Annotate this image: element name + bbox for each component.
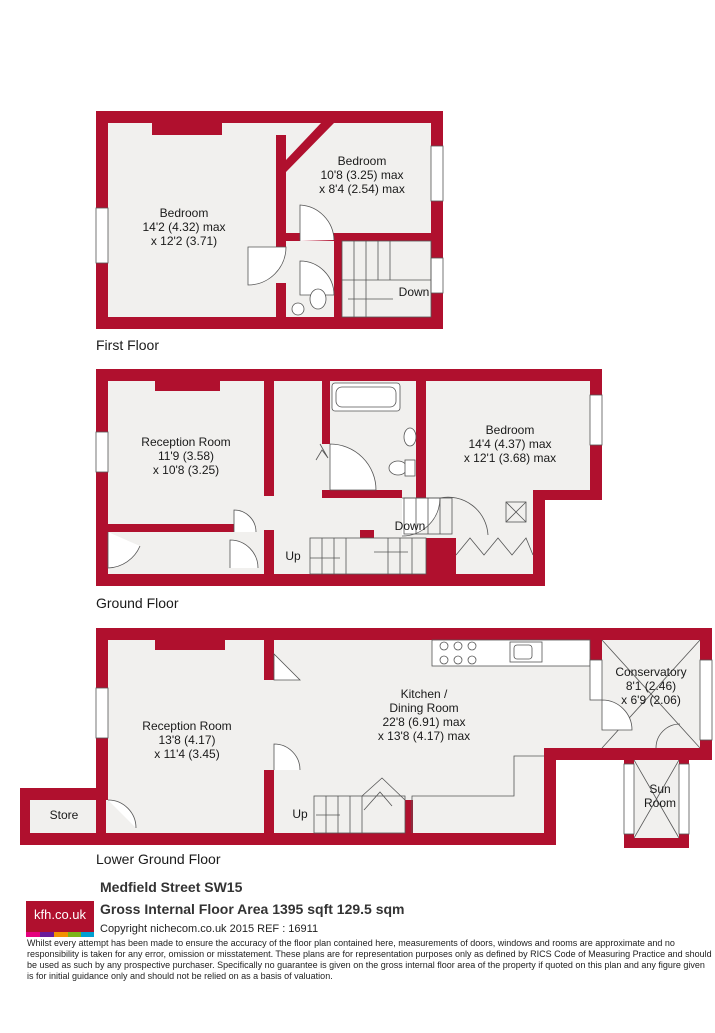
logo-stripe-5 [81, 932, 94, 937]
floor-plan-drawing: Bedroom 14'2 (4.32) max x 12'2 (3.71) Be… [20, 111, 713, 867]
ground-floor-fixtures [107, 382, 534, 575]
first-bedroom1-name: Bedroom [160, 206, 209, 220]
property-address: Medfield Street SW15 [100, 879, 243, 895]
ground-bedroom-dim2: x 12'1 (3.68) max [464, 451, 556, 465]
lower-reception-dim2: x 11'4 (3.45) [154, 747, 219, 761]
lower-sunroom-name1: Sun [649, 782, 670, 796]
logo-stripe-4 [68, 932, 81, 937]
ground-floor-windows [95, 394, 603, 473]
lower-floor-fixtures [107, 639, 701, 839]
ground-stairs-up: Up [285, 549, 301, 563]
lower-conservatory-dim2: x 6'9 (2.06) [621, 693, 681, 707]
first-floor-slab [96, 111, 443, 329]
lower-kitchen-dim2: x 13'8 (4.17) max [378, 729, 470, 743]
first-bedroom1-dim2: x 12'2 (3.71) [151, 234, 217, 248]
first-bedroom2-dim1: 10'8 (3.25) max [321, 168, 404, 182]
lower-store-label: Store [50, 808, 79, 822]
first-bedroom1-dim1: 14'2 (4.32) max [143, 220, 226, 234]
first-bedroom2-name: Bedroom [338, 154, 387, 168]
disclaimer: Whilst every attempt has been made to en… [27, 938, 712, 981]
copyright: Copyright nichecom.co.uk 2015 REF : 1691… [100, 923, 319, 935]
ground-floor-title: Ground Floor [96, 595, 179, 611]
ground-bedroom-dim1: 14'4 (4.37) max [469, 437, 552, 451]
lower-kitchen-name2: Dining Room [389, 701, 458, 715]
lower-floor-slab [20, 628, 712, 848]
lower-kitchen-name1: Kitchen / [401, 687, 448, 701]
ground-bedroom-name: Bedroom [486, 423, 535, 437]
ground-stairs-down: Down [395, 519, 426, 533]
ground-reception-dim2: x 10'8 (3.25) [153, 463, 219, 477]
ground-reception-dim1: 11'9 (3.58) [158, 449, 214, 463]
ground-floor-walls [96, 369, 602, 586]
first-floor-stairs [341, 240, 432, 318]
lower-floor-windows [95, 659, 713, 835]
logo-text: kfh.co.uk [33, 907, 87, 922]
lower-stairs-up: Up [292, 807, 308, 821]
lower-reception-dim1: 13'8 (4.17) [159, 733, 216, 747]
floor-area: Gross Internal Floor Area 1395 sqft 129.… [100, 901, 405, 917]
lower-conservatory-name: Conservatory [615, 665, 686, 679]
lower-kitchen-dim1: 22'8 (6.91) max [383, 715, 466, 729]
first-bedroom2-dim2: x 8'4 (2.54) max [319, 182, 405, 196]
first-stairs-label: Down [399, 285, 430, 299]
first-floor-doors [247, 204, 335, 316]
lower-sunroom-name2: Room [644, 796, 676, 810]
logo-stripe-1 [26, 932, 40, 937]
logo-stripe-2 [40, 932, 54, 937]
lower-floor-title: Lower Ground Floor [96, 851, 221, 867]
lower-conservatory-dim1: 8'1 (2.46) [626, 679, 676, 693]
ground-reception-name: Reception Room [141, 435, 230, 449]
lower-reception-name: Reception Room [142, 719, 231, 733]
agency-logo: kfh.co.uk [26, 901, 94, 937]
logo-stripe-3 [54, 932, 68, 937]
first-floor-title: First Floor [96, 337, 159, 353]
first-floor-windows [95, 145, 444, 294]
plan-footer: kfh.co.uk Medfield Street SW15 Gross Int… [0, 875, 715, 1033]
